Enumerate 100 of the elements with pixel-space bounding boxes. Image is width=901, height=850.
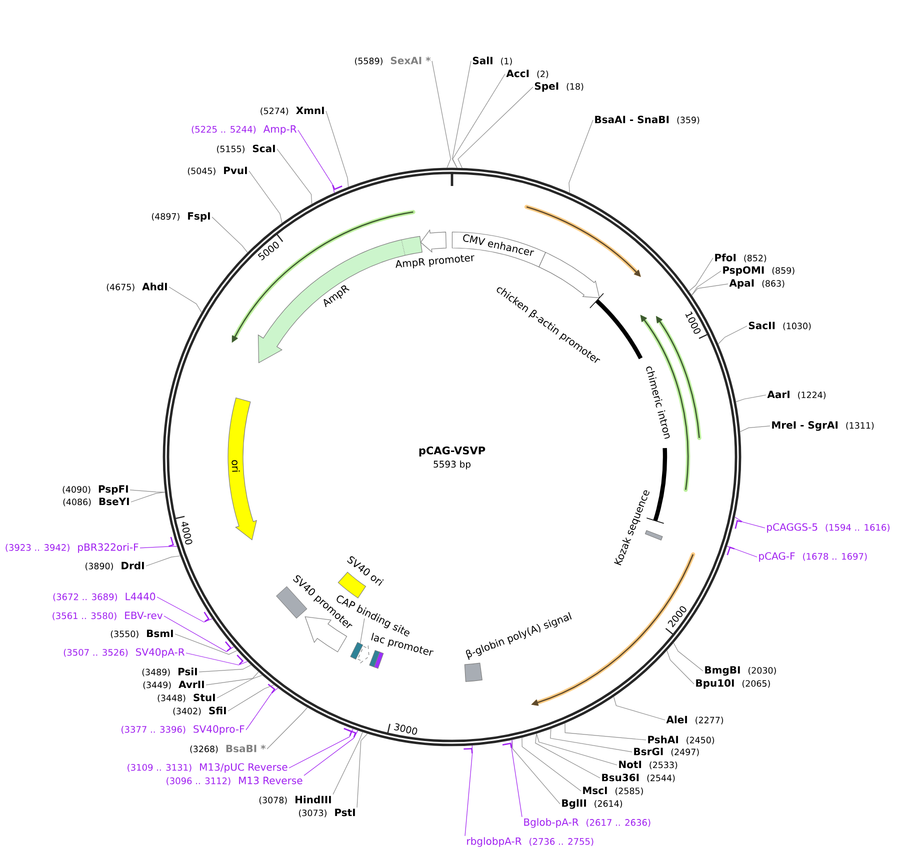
feature-label: ori: [232, 460, 240, 472]
leader-line: [156, 596, 213, 622]
restriction-site-label: (3890) DrdI: [86, 562, 144, 570]
leader-line: [298, 130, 335, 194]
restriction-site-label: AleI (2277): [666, 716, 724, 724]
plasmid-name: pCAG-VSVP: [419, 446, 486, 456]
leader-line: [266, 707, 308, 750]
scale-label: 1000: [685, 312, 701, 334]
restriction-site-label: SalI (1): [472, 56, 512, 66]
primer-label: pCAG-F (1678 .. 1697): [759, 552, 867, 562]
restriction-site-label: AarI (1224): [767, 390, 826, 400]
restriction-site-label: (5274) XmnI: [260, 106, 324, 116]
primer-label: (5225 .. 5244) Amp-R: [192, 125, 297, 135]
feature-box: [369, 650, 380, 668]
leader-line: [140, 546, 178, 548]
leader-line: [740, 426, 770, 432]
restriction-site-label: (3489) PsiI: [142, 668, 197, 676]
leader-line: [206, 672, 259, 686]
restriction-site-label: BsrGI (2497): [634, 748, 699, 756]
restriction-site-label: Bsu36I (2544): [602, 774, 675, 782]
leader-line: [228, 684, 274, 712]
leader-line: [360, 618, 365, 644]
leader-line: [164, 616, 234, 652]
scale-label: 4000: [182, 522, 192, 544]
leader-line: [535, 733, 600, 778]
restriction-site-label: AccI (2): [506, 70, 548, 78]
sequence-length: 5593 bp: [434, 460, 470, 470]
primer-label: (3109 .. 3131) M13/pUC Reverse: [128, 763, 288, 773]
feature-label: CMV enhancer: [463, 234, 534, 256]
leader-line: [550, 728, 632, 752]
restriction-site-label: SacII (1030): [748, 322, 811, 330]
feature-box: [350, 642, 364, 660]
restriction-site-label: BglII (2614): [562, 799, 622, 809]
restriction-site-label: (5589) SexAI *: [355, 56, 431, 66]
leader-line: [666, 650, 694, 684]
restriction-site-label: (5155) ScaI: [217, 144, 275, 154]
primer-label: (3923 .. 3942) pBR322ori-F: [6, 543, 138, 553]
leader-line: [568, 120, 594, 194]
primer-label: (3561 .. 3580) EBV-rev: [52, 612, 163, 620]
restriction-site-label: BsaAI - SnaBI (359): [595, 116, 700, 124]
restriction-site-label: MscI (2585): [583, 786, 643, 796]
leader-line: [688, 258, 714, 292]
leader-line: [130, 492, 166, 502]
leader-line: [168, 286, 202, 313]
restriction-site-label: NotI (2533): [619, 760, 678, 770]
leader-line: [186, 652, 248, 666]
leader-line: [432, 60, 451, 168]
leader-line: [464, 745, 473, 836]
restriction-site-label: (4090) PspFI: [62, 485, 128, 495]
restriction-site-label: Bpu10I (2065): [696, 679, 770, 689]
restriction-site-label: (5045) PvuI: [188, 166, 247, 176]
restriction-site-label: (3550) BsmI: [110, 630, 173, 638]
leader-line: [198, 664, 252, 672]
restriction-site-label: SpeI (18): [534, 82, 584, 92]
primer-label: (3507 .. 3526) SV40pA-R: [64, 648, 185, 658]
feature-box: [374, 652, 384, 669]
leader-line: [304, 730, 358, 776]
primer-label: pCAGGS-5 (1594 .. 1616): [767, 523, 890, 533]
leader-line: [452, 74, 506, 168]
restriction-site-label: PspOMI (859): [723, 266, 794, 276]
restriction-site-label: BmgBI (2030): [705, 666, 776, 676]
leader-line: [288, 728, 354, 768]
leader-line: [458, 86, 534, 168]
restriction-site-label: (4675) AhdI: [106, 282, 167, 292]
leader-line: [216, 674, 263, 698]
leader-line: [734, 516, 766, 528]
feature-label: chimeric intron: [646, 366, 670, 439]
leader-line: [718, 326, 748, 344]
leader-line: [736, 394, 766, 402]
leader-line: [332, 732, 363, 795]
leader-line: [174, 634, 238, 655]
leader-line: [673, 642, 704, 672]
leader-line: [146, 556, 181, 566]
restriction-site-label: (4897) FspI: [152, 212, 210, 222]
leader-line: [511, 740, 522, 818]
restriction-site-label: MreI - SgrAI (1311): [772, 421, 874, 431]
leader-line: [246, 688, 278, 730]
leader-line: [613, 696, 666, 720]
restriction-site-label: (3448) StuI: [158, 694, 215, 702]
leader-line: [726, 546, 758, 558]
leader-line: [536, 733, 618, 766]
leader-line: [248, 170, 282, 224]
primer-label: (3096 .. 3112) M13 Reverse: [166, 776, 302, 786]
leader-line: [356, 733, 368, 808]
restriction-site-label: PshAI (2450): [648, 736, 714, 744]
restriction-site-label: (3078) HindIII: [259, 796, 331, 804]
leader-line: [522, 737, 582, 792]
leader-line: [326, 110, 349, 188]
primer-label: rbglobpA-R (2736 .. 2755): [467, 837, 594, 847]
primer-label: Bglob-pA-R (2617 .. 2636): [524, 818, 650, 828]
leader-line: [564, 722, 646, 740]
restriction-site-label: (3268) BsaBI *: [190, 744, 266, 754]
restriction-site-label: ApaI (863): [729, 279, 784, 289]
primer-label: (3377 .. 3396) SV40pro-F: [122, 725, 244, 735]
leader-line: [212, 216, 248, 253]
leader-line: [691, 284, 728, 296]
primer-label: (3672 .. 3689) L4440: [53, 592, 156, 602]
restriction-site-label: PfoI (852): [715, 254, 766, 262]
scale-label: 3000: [394, 723, 418, 735]
restriction-site-label: (3073) PstI: [299, 808, 355, 818]
